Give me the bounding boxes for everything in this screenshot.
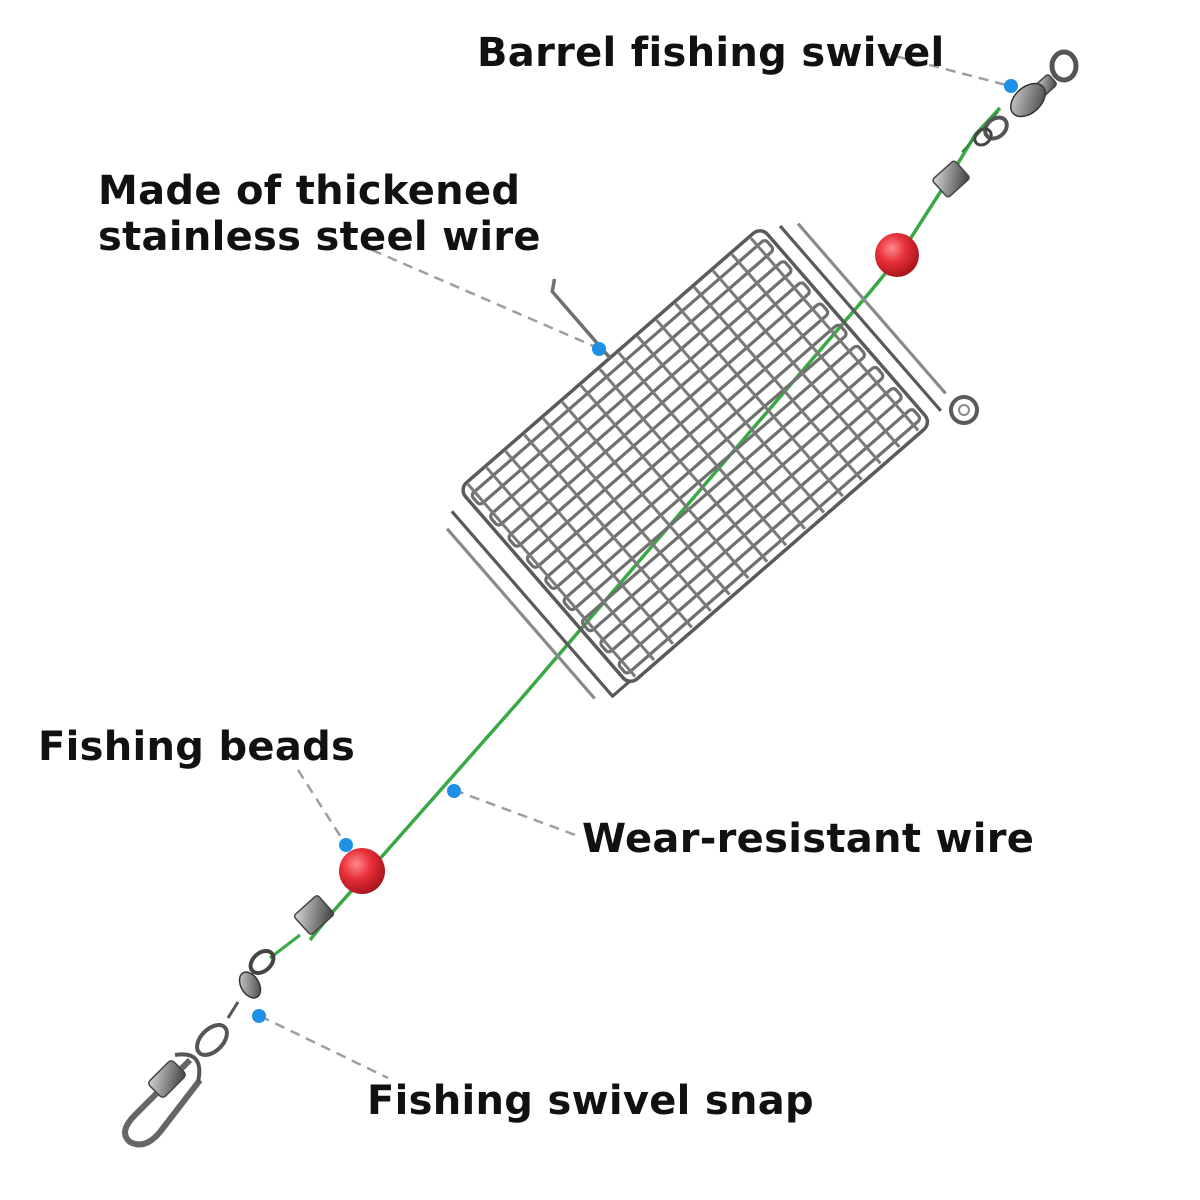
label-wear-resistant-wire: Wear-resistant wire [582, 816, 1035, 862]
marker-dot-steel-wire [592, 342, 606, 356]
label-stainless-steel-wire-line1: Made of thickened [98, 168, 521, 214]
crimp-sleeve-top [932, 160, 970, 198]
crimp-sleeve-bottom [269, 895, 335, 960]
marker-dot-swivel-snap [252, 1009, 266, 1023]
leader-line-wear-resistant-wire [453, 788, 579, 838]
cage-rings [470, 239, 922, 675]
label-stainless-steel-wire-line2: stainless steel wire [98, 214, 541, 260]
label-fishing-swivel-snap: Fishing swivel snap [367, 1078, 814, 1124]
cage-bars [466, 237, 920, 678]
marker-dot-fishing-beads [339, 838, 353, 852]
label-stainless-steel-wire: Made of thickened stainless steel wire [98, 168, 541, 260]
fishing-bead-top [875, 233, 919, 277]
label-fishing-beads: Fishing beads [38, 724, 356, 770]
marker-dot-wear-resistant-wire [447, 784, 461, 798]
leader-line-fishing-beads [296, 769, 348, 846]
barrel-swivel [973, 49, 1079, 147]
leader-line-swivel-snap [259, 1014, 389, 1080]
leader-line-steel-wire [371, 248, 599, 350]
cage-feeder [445, 222, 979, 700]
fishing-bead-bottom [339, 848, 385, 894]
label-barrel-fishing-swivel: Barrel fishing swivel [477, 30, 945, 76]
marker-dot-barrel-swivel [1004, 79, 1018, 93]
marker-dots [252, 79, 1018, 1023]
leader-line-barrel-swivel [879, 50, 1011, 88]
leader-lines [259, 50, 1011, 1080]
swivel-snap [122, 949, 276, 1148]
